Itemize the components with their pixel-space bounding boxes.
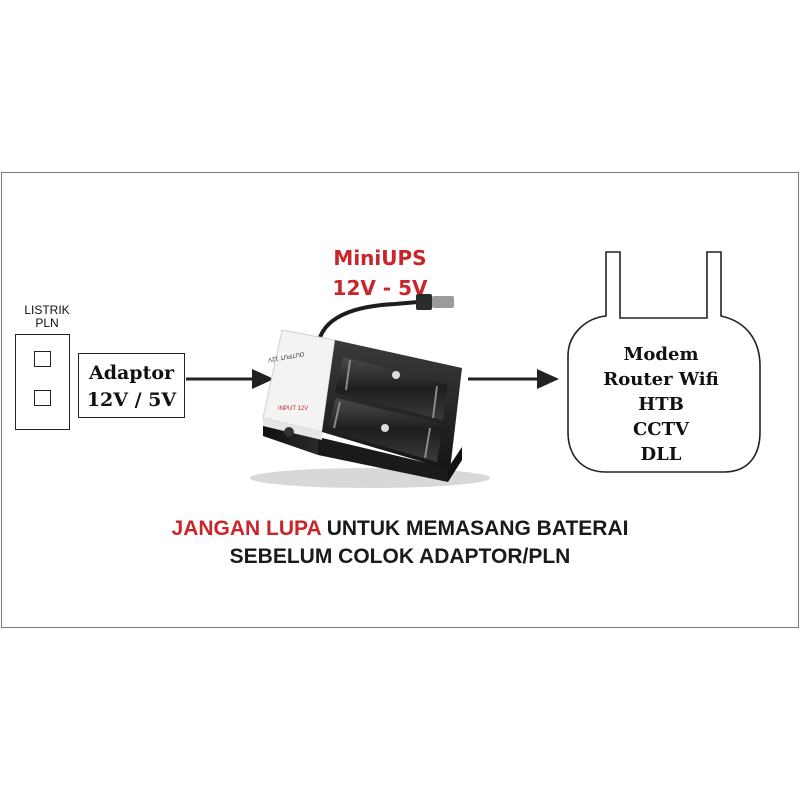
warning-line-1-rest: UNTUK MEMASANG BATERAI xyxy=(320,517,629,540)
device-item: HTB xyxy=(638,394,684,415)
power-source-label: LISTRIK PLN xyxy=(14,304,80,330)
device-item: DLL xyxy=(640,444,682,465)
adaptor-voltage: 12V / 5V xyxy=(86,389,177,411)
outlet-socket-top xyxy=(34,351,51,367)
mini-ups-name: MiniUPS xyxy=(333,246,427,270)
device-item: Modem xyxy=(623,344,699,365)
battery-slot-marker-top xyxy=(392,371,400,379)
connected-devices-list: Modem Router Wifi HTB CCTV DLL xyxy=(566,342,756,467)
arrow-adaptor-to-ups xyxy=(186,369,274,389)
warning-highlight: JANGAN LUPA xyxy=(171,517,321,540)
ups-input-print: INPUT 12V xyxy=(278,406,308,412)
adaptor-box: Adaptor 12V / 5V xyxy=(78,353,185,418)
mini-ups-title: MiniUPS 12V - 5V xyxy=(300,243,460,303)
battery-slot-marker-bottom xyxy=(381,424,389,432)
adaptor-label: Adaptor xyxy=(88,362,175,384)
wall-outlet-icon xyxy=(15,334,70,430)
arrow-ups-to-devices xyxy=(468,369,559,389)
dc-jack-icon xyxy=(284,427,294,437)
warning-line-1: JANGAN LUPA UNTUK MEMASANG BATERAI xyxy=(0,517,800,541)
dc-plug-tip-icon xyxy=(432,296,454,308)
router-outline-icon xyxy=(567,251,761,473)
mini-ups-voltage: 12V - 5V xyxy=(332,276,428,300)
power-source-label-line2: PLN xyxy=(35,316,59,330)
dc-plug-body-icon xyxy=(416,294,432,310)
warning-line-2: SEBELUM COLOK ADAPTOR/PLN xyxy=(229,545,571,568)
device-item: CCTV xyxy=(632,419,689,440)
outlet-socket-bottom xyxy=(34,390,51,406)
mini-ups-device: OUTPUT 12V INPUT 12V xyxy=(250,294,490,488)
device-item: Router Wifi xyxy=(603,369,719,390)
power-source-label-line1: LISTRIK xyxy=(24,303,70,317)
